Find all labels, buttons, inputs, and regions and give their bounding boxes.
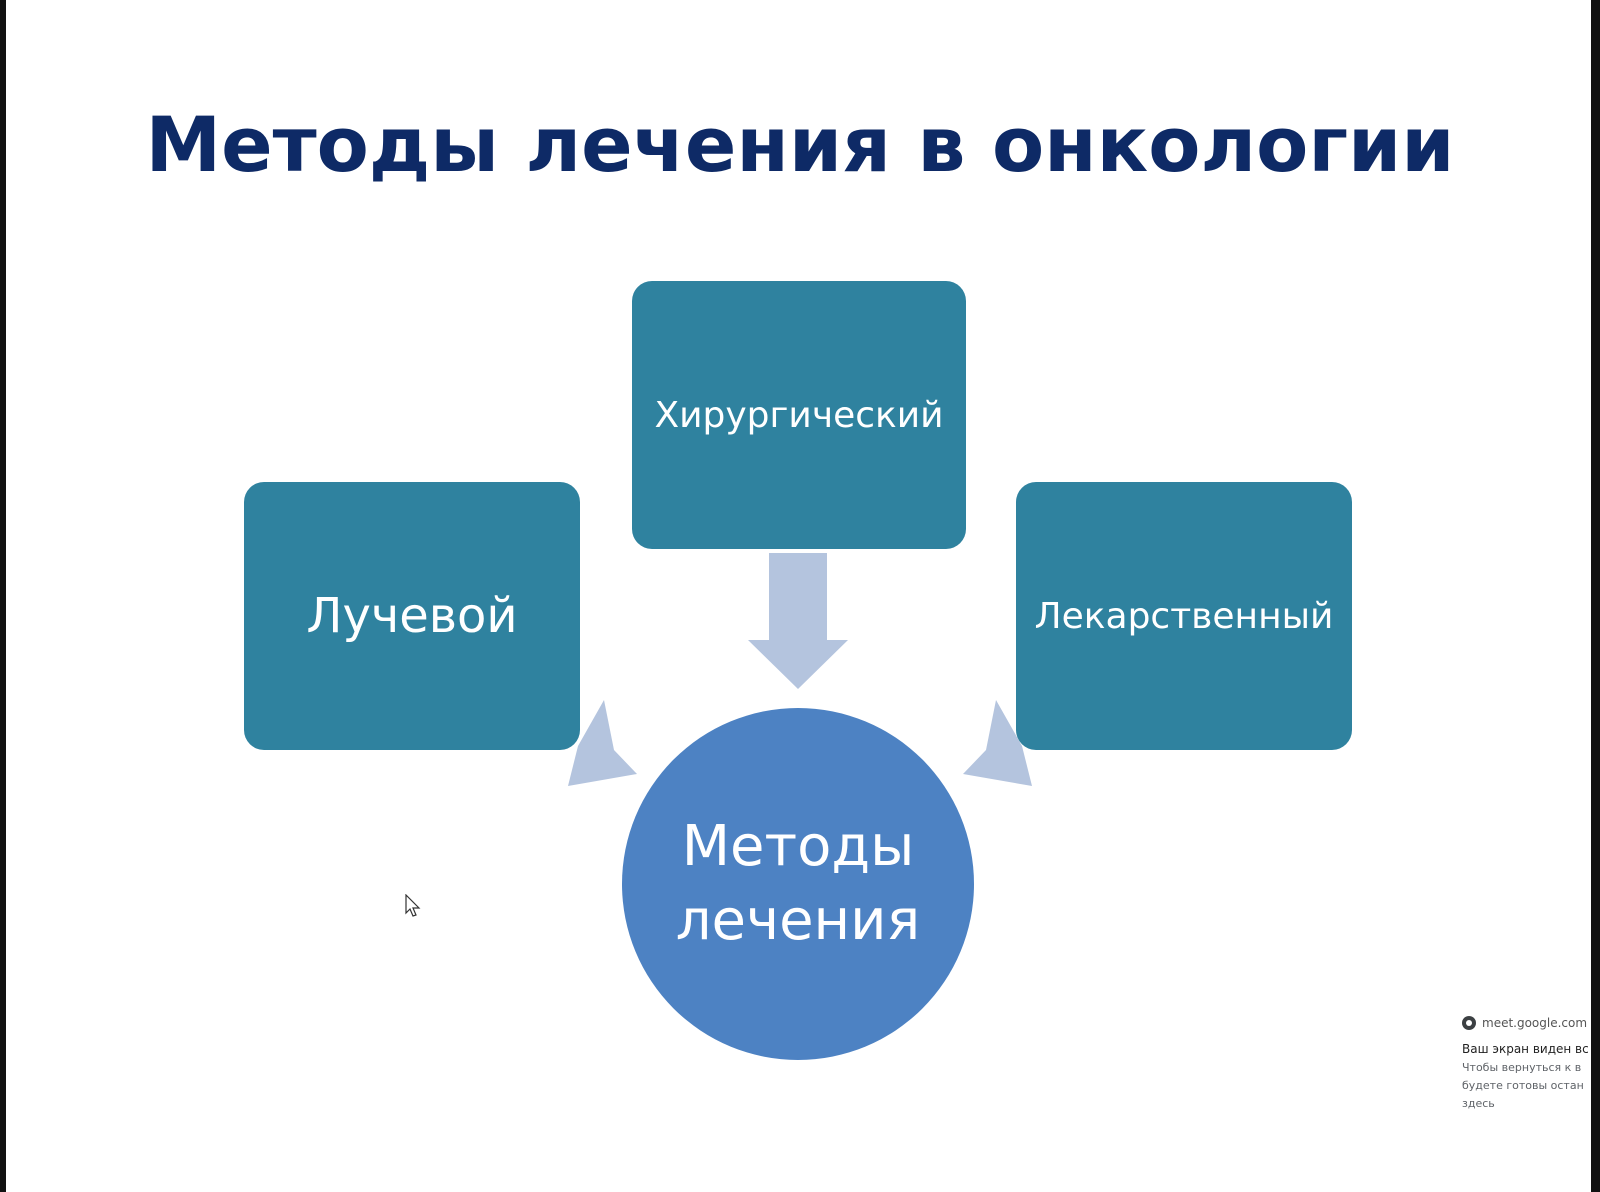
method-box-surgical: Хирургический bbox=[632, 281, 966, 549]
notification-title: Ваш экран виден все bbox=[1462, 1042, 1588, 1056]
arrow-right-down-icon bbox=[568, 700, 637, 786]
method-box-drug: Лекарственный bbox=[1016, 482, 1352, 750]
notification-site: meet.google.com bbox=[1482, 1016, 1588, 1030]
screen-frame-right bbox=[1591, 0, 1600, 1192]
notification-text-line: здесь bbox=[1462, 1097, 1495, 1110]
method-box-radiation: Лучевой bbox=[244, 482, 580, 750]
center-label-line1: Методы bbox=[681, 814, 915, 879]
screen-share-notification[interactable]: meet.google.com Ваш экран виден все Чтоб… bbox=[1462, 1010, 1588, 1130]
slide-title: Методы лечения в онкологии bbox=[145, 100, 1455, 189]
popup-frame-edge bbox=[1591, 978, 1600, 1014]
arrow-down-icon bbox=[748, 553, 848, 689]
chrome-icon bbox=[1462, 1016, 1476, 1030]
center-circle: Методы лечения bbox=[622, 708, 974, 1060]
notification-text-line: будете готовы остан bbox=[1462, 1079, 1584, 1092]
notification-header: meet.google.com bbox=[1462, 1010, 1588, 1036]
mouse-cursor-icon bbox=[405, 894, 421, 917]
notification-text-line: Чтобы вернуться к в bbox=[1462, 1061, 1582, 1074]
method-label-radiation: Лучевой bbox=[306, 588, 518, 644]
screen-frame-left bbox=[0, 0, 6, 1192]
center-label-line2: лечения bbox=[675, 888, 921, 953]
method-label-drug: Лекарственный bbox=[1034, 595, 1334, 637]
arrow-left-down-icon bbox=[963, 700, 1032, 786]
method-label-surgical: Хирургический bbox=[654, 394, 944, 436]
